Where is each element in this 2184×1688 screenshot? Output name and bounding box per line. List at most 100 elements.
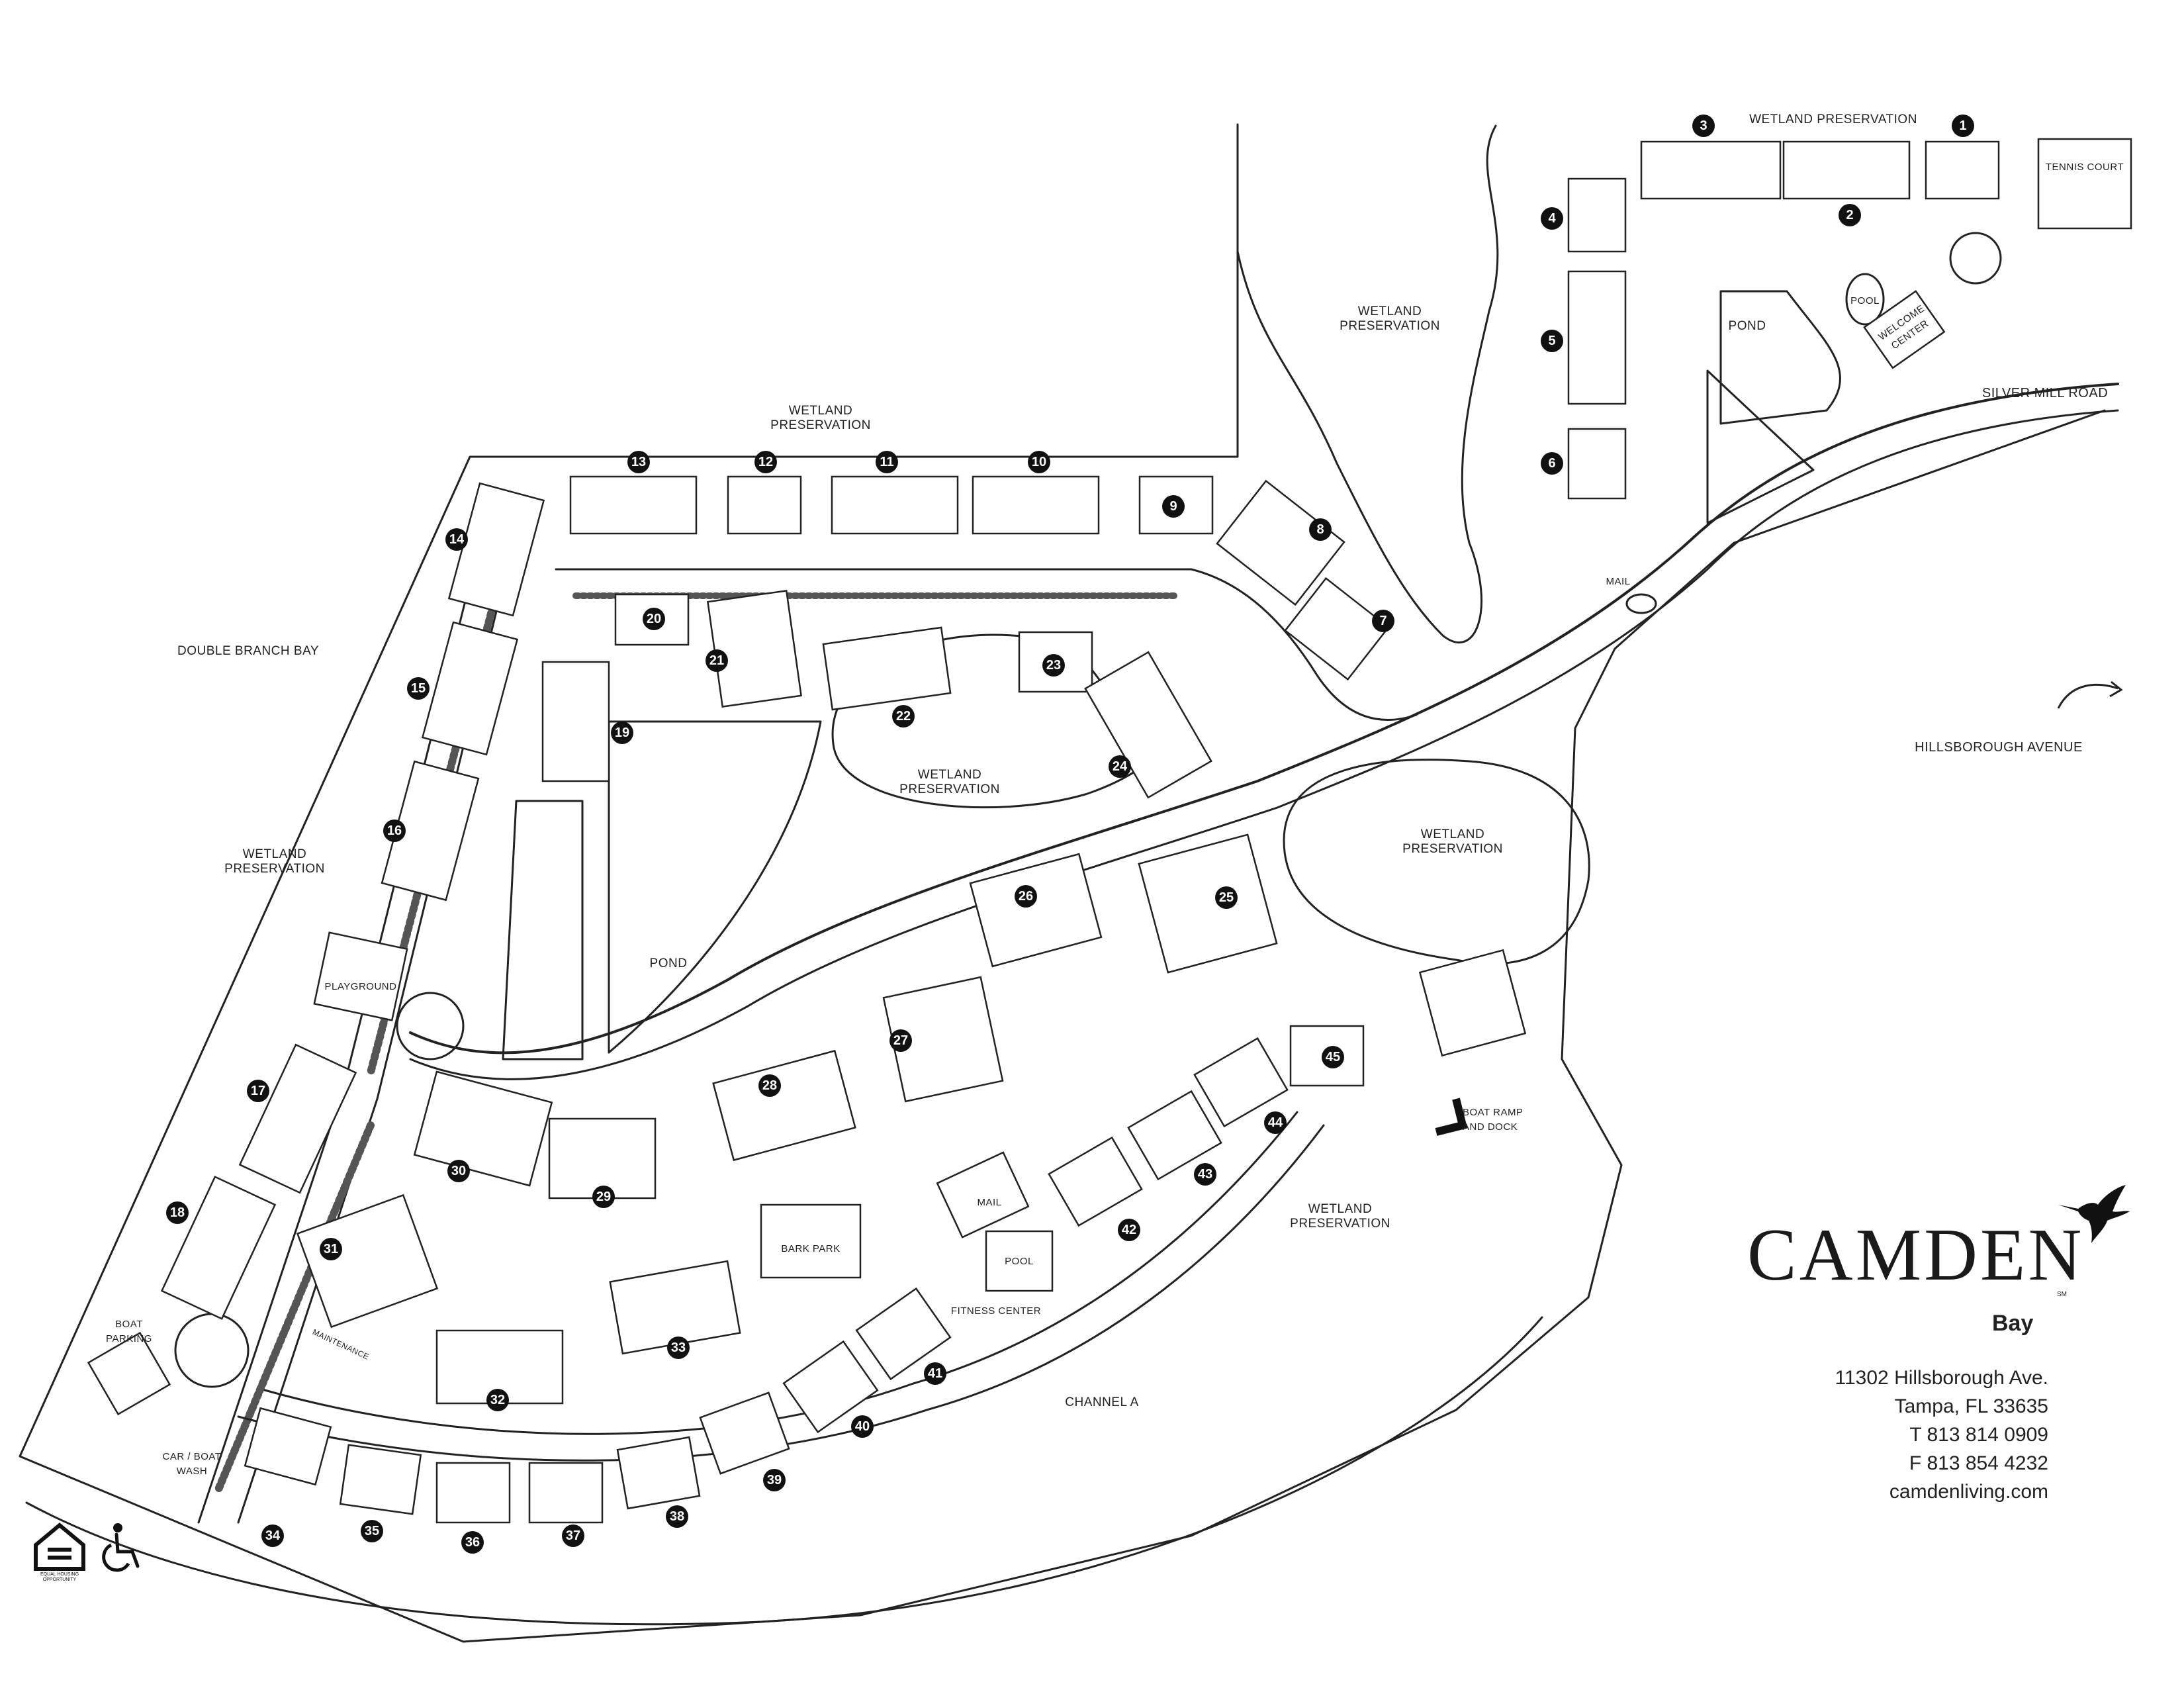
building-marker-43[interactable]: 43 <box>1194 1163 1216 1186</box>
building-marker-9[interactable]: 9 <box>1162 495 1185 518</box>
label-wetland-top-right: WETLAND PRESERVATION <box>1749 113 1917 126</box>
building-7 <box>1284 577 1390 681</box>
label-mail-top: MAIL <box>1606 576 1631 587</box>
contact-website[interactable]: camdenliving.com <box>1889 1481 2048 1503</box>
building-32 <box>435 1329 564 1405</box>
contact-phone[interactable]: T 813 814 0909 <box>1909 1424 2048 1446</box>
building-marker-8[interactable]: 8 <box>1309 518 1332 541</box>
building-marker-41[interactable]: 41 <box>924 1362 946 1385</box>
building-marker-13[interactable]: 13 <box>627 451 650 473</box>
upper-road <box>555 568 1418 721</box>
building-22 <box>822 626 952 711</box>
building-marker-40[interactable]: 40 <box>851 1415 874 1438</box>
brand-name: CAMDEN <box>1747 1214 2085 1296</box>
building-marker-25[interactable]: 25 <box>1215 886 1238 909</box>
building-31 <box>296 1194 439 1329</box>
hummingbird-logo-icon <box>2058 1185 2130 1243</box>
building-marker-14[interactable]: 14 <box>445 528 468 551</box>
building-marker-34[interactable]: 34 <box>261 1524 284 1547</box>
building-marker-1[interactable]: 1 <box>1952 115 1974 137</box>
building-11 <box>831 475 959 535</box>
property-boundary <box>19 123 2106 1643</box>
contact-street: 11302 Hillsborough Ave. <box>1835 1367 2048 1389</box>
building-36 <box>435 1462 511 1524</box>
building-25 <box>1138 833 1278 974</box>
building-2-block <box>1782 140 1911 200</box>
building-marker-15[interactable]: 15 <box>407 677 430 700</box>
building-marker-2[interactable]: 2 <box>1839 204 1861 226</box>
building-21 <box>707 590 802 708</box>
building-marker-11[interactable]: 11 <box>876 451 898 473</box>
building-marker-30[interactable]: 30 <box>447 1160 470 1182</box>
building-marker-23[interactable]: 23 <box>1042 654 1065 677</box>
contact-block: 11302 Hillsborough Ave. Tampa, FL 33635 … <box>1835 1364 2048 1506</box>
building-18 <box>160 1176 277 1320</box>
label-hillsborough-avenue: HILLSBOROUGH AVENUE <box>1915 740 2083 755</box>
building-38 <box>616 1436 701 1510</box>
building-marker-26[interactable]: 26 <box>1015 885 1037 908</box>
building-marker-21[interactable]: 21 <box>705 649 728 672</box>
right-wetland <box>1283 759 1590 965</box>
building-marker-24[interactable]: 24 <box>1109 755 1131 778</box>
building-26 <box>969 853 1103 968</box>
building-15 <box>421 621 519 756</box>
building-marker-44[interactable]: 44 <box>1264 1111 1287 1134</box>
building-13 <box>569 475 698 535</box>
building-marker-29[interactable]: 29 <box>592 1186 615 1208</box>
building-marker-17[interactable]: 17 <box>247 1080 269 1102</box>
pool-bottom-shape <box>985 1230 1054 1292</box>
boat-ramp-parking <box>1418 949 1527 1057</box>
building-17 <box>238 1043 357 1194</box>
roundabout-boat <box>174 1313 250 1388</box>
bark-park <box>760 1203 862 1279</box>
building-marker-6[interactable]: 6 <box>1541 452 1563 475</box>
building-marker-4[interactable]: 4 <box>1541 207 1563 230</box>
building-40 <box>782 1340 879 1434</box>
label-pool-top: POOL <box>1850 295 1880 306</box>
equal-housing-icon: EQUAL HOUSING OPPORTUNITY <box>34 1523 85 1582</box>
brand-block: CAMDEN <box>1747 1218 2118 1292</box>
building-5 <box>1567 270 1627 405</box>
label-wetland-left: WETLAND PRESERVATION <box>224 847 325 876</box>
contact-city: Tampa, FL 33635 <box>1894 1395 2048 1417</box>
pond-left <box>502 800 584 1060</box>
building-marker-3[interactable]: 3 <box>1692 115 1715 137</box>
building-marker-37[interactable]: 37 <box>562 1524 584 1547</box>
building-marker-16[interactable]: 16 <box>383 820 406 842</box>
building-marker-28[interactable]: 28 <box>758 1074 781 1097</box>
building-marker-32[interactable]: 32 <box>486 1389 509 1411</box>
building-6 <box>1567 428 1627 500</box>
building-marker-7[interactable]: 7 <box>1372 610 1394 632</box>
building-42 <box>1048 1136 1143 1227</box>
tennis-court <box>2037 138 2132 230</box>
building-28 <box>712 1049 856 1162</box>
building-marker-36[interactable]: 36 <box>461 1531 484 1554</box>
equal-housing-text: EQUAL HOUSING <box>40 1572 79 1577</box>
building-marker-35[interactable]: 35 <box>361 1520 383 1542</box>
building-marker-18[interactable]: 18 <box>166 1201 189 1224</box>
building-marker-39[interactable]: 39 <box>763 1469 786 1491</box>
building-marker-22[interactable]: 22 <box>892 705 915 727</box>
building-marker-45[interactable]: 45 <box>1322 1046 1344 1068</box>
building-marker-42[interactable]: 42 <box>1118 1219 1140 1241</box>
label-wetland-top-mid: WETLAND PRESERVATION <box>1340 305 1440 333</box>
contact-fax: F 813 854 4232 <box>1909 1452 2048 1474</box>
label-boat-ramp: BOAT RAMP AND DOCK <box>1463 1107 1524 1133</box>
roundabout-playground <box>396 992 465 1060</box>
pond-top <box>1719 290 1841 425</box>
building-marker-31[interactable]: 31 <box>320 1238 342 1260</box>
pond-left-2 <box>608 720 822 1054</box>
building-marker-10[interactable]: 10 <box>1028 451 1050 473</box>
building-30 <box>413 1070 553 1187</box>
building-marker-5[interactable]: 5 <box>1541 330 1563 352</box>
building-marker-27[interactable]: 27 <box>889 1029 912 1052</box>
building-marker-12[interactable]: 12 <box>754 451 777 473</box>
label-silver-mill-road: SILVER MILL ROAD <box>1981 386 2109 400</box>
main-drive-inner <box>409 409 2119 1080</box>
building-marker-33[interactable]: 33 <box>667 1336 690 1359</box>
building-marker-38[interactable]: 38 <box>666 1505 688 1528</box>
building-marker-20[interactable]: 20 <box>643 608 665 630</box>
building-marker-19[interactable]: 19 <box>611 722 633 744</box>
pool-top-shape <box>1845 273 1885 326</box>
